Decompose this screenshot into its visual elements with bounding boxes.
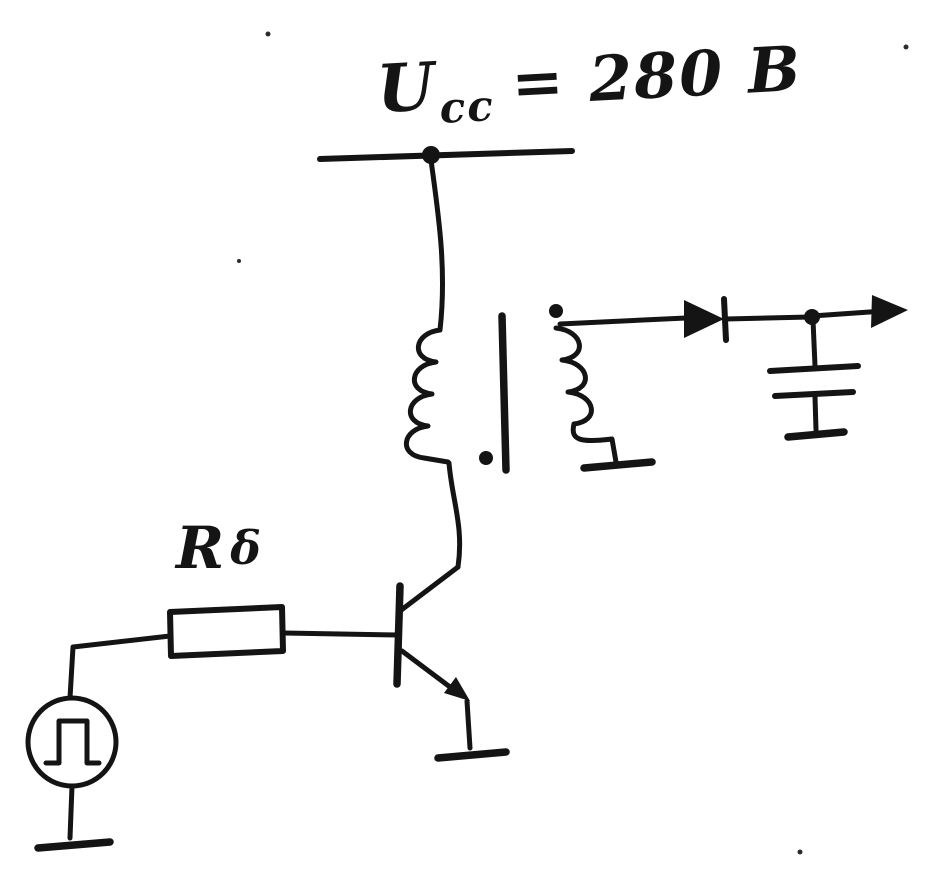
source-circle — [25, 695, 119, 789]
diode-anode-triangle — [684, 300, 724, 338]
supply-voltage-label: Ucc = 280 В — [375, 28, 805, 136]
output-arrow — [871, 295, 908, 328]
secondary-polarity-dot — [549, 304, 563, 318]
capacitor-top-plate — [767, 363, 861, 374]
rectifier-diode — [684, 296, 729, 343]
wire-supply-to-primary — [428, 157, 446, 333]
wire-source-to-resistor — [67, 633, 173, 701]
supply-rail — [317, 146, 575, 164]
primary-polarity-dot — [479, 451, 493, 465]
emitter-arrow — [444, 677, 470, 701]
capacitor-bottom-plate — [772, 389, 856, 399]
capacitor-ground-bar — [784, 428, 848, 441]
resistor-symbol: R — [174, 514, 226, 582]
resistor-body — [167, 604, 286, 659]
pulse-waveform-icon — [43, 718, 102, 766]
ink-speck — [265, 31, 271, 37]
ink-speck — [903, 44, 909, 50]
emitter-ground-bar — [434, 748, 510, 762]
wire-secondary-to-diode — [557, 315, 689, 327]
flyback-transformer — [403, 304, 594, 474]
base-wire — [281, 630, 401, 638]
ink-speck — [797, 849, 803, 855]
base-resistor: Rδ — [167, 514, 286, 659]
transformer-core — [498, 312, 510, 474]
supply-label-text: Ucc = 280 В — [375, 28, 805, 136]
secondary-winding — [553, 325, 594, 427]
supply-node-dot — [422, 146, 440, 164]
emitter-wire — [464, 698, 473, 751]
ink-specks — [237, 31, 909, 855]
npn-transistor — [281, 460, 510, 762]
wire-secondary-to-ground — [570, 421, 619, 465]
resistor-label: Rδ — [174, 514, 263, 582]
capacitor-top-stem — [810, 317, 818, 369]
ink-speck — [237, 259, 241, 263]
wire-diode-to-node — [723, 314, 813, 322]
pulse-generator — [25, 695, 119, 852]
output-capacitor — [767, 317, 861, 441]
source-ground-wire — [67, 783, 75, 841]
primary-winding — [403, 327, 451, 465]
secondary-ground-bar — [580, 458, 656, 472]
collector-wire — [446, 460, 463, 570]
source-ground-bar — [34, 838, 114, 852]
capacitor-bottom-stem — [812, 394, 819, 433]
supply-subscript: cc — [438, 81, 496, 133]
supply-symbol: U — [375, 47, 440, 128]
supply-value: = 280 В — [510, 32, 804, 120]
collector-lead — [397, 564, 461, 614]
supply-rail-line — [317, 148, 575, 162]
resistor-subscript: δ — [229, 521, 263, 575]
